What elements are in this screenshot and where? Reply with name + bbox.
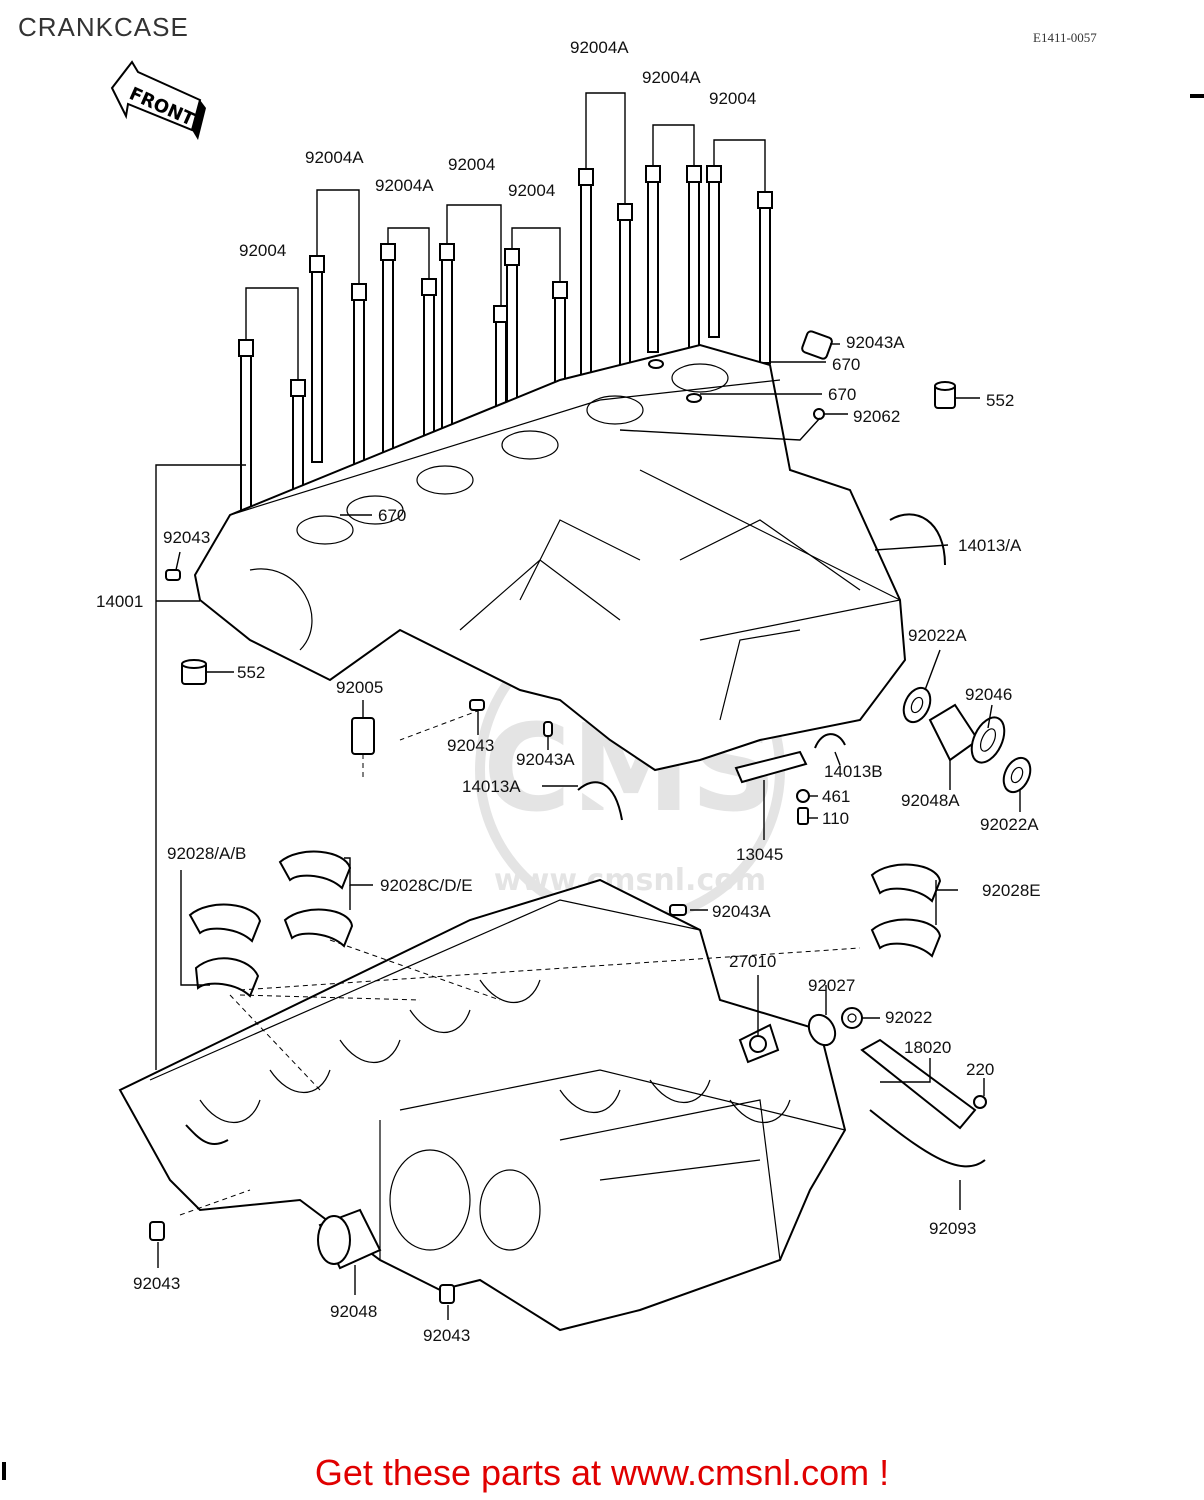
label-92028E: 92028E xyxy=(982,881,1041,900)
diagram-code: E1411-0057 xyxy=(1033,30,1097,45)
label-92004: 92004 xyxy=(709,89,756,108)
label-552: 552 xyxy=(986,391,1014,410)
label-92004A: 92004A xyxy=(375,176,434,195)
label-92062: 92062 xyxy=(853,407,900,426)
label-14013B: 14013B xyxy=(824,762,883,781)
cta-link[interactable]: Get these parts at www.cmsnl.com ! xyxy=(314,1452,890,1493)
label-670: 670 xyxy=(378,506,406,525)
label-92043: 92043 xyxy=(447,736,494,755)
label-552: 552 xyxy=(237,663,265,682)
upper-crankcase xyxy=(193,343,907,772)
label-92004: 92004 xyxy=(508,181,555,200)
label-92043: 92043 xyxy=(163,528,210,547)
label-92004A: 92004A xyxy=(570,38,629,57)
label-14013A: 14013/A xyxy=(958,536,1022,555)
label-92028-A-B: 92028/A/B xyxy=(167,844,246,863)
label-92043: 92043 xyxy=(133,1274,180,1293)
label-92022A: 92022A xyxy=(980,815,1039,834)
svg-text:www.cmsnl.com: www.cmsnl.com xyxy=(494,863,766,898)
upper-small-parts xyxy=(165,330,1032,825)
label-92004A: 92004A xyxy=(305,148,364,167)
label-92028C-D-E: 92028C/D/E xyxy=(380,876,473,895)
label-461: 461 xyxy=(822,787,850,806)
label-92022: 92022 xyxy=(885,1008,932,1027)
label-92005: 92005 xyxy=(336,678,383,697)
label-13045: 13045 xyxy=(736,845,783,864)
label-18020: 18020 xyxy=(904,1038,951,1057)
label-92004A: 92004A xyxy=(642,68,701,87)
label-92043A: 92043A xyxy=(712,902,771,921)
label-92043A: 92043A xyxy=(516,750,575,769)
label-92048A: 92048A xyxy=(901,791,960,810)
bearing-shells xyxy=(185,850,942,1145)
label-92004: 92004 xyxy=(448,155,495,174)
label-92093: 92093 xyxy=(929,1219,976,1238)
label-92043: 92043 xyxy=(423,1326,470,1345)
stud-bolts xyxy=(238,165,773,546)
label-92046: 92046 xyxy=(965,685,1012,704)
label-110: 110 xyxy=(822,809,849,828)
label-670: 670 xyxy=(828,385,856,404)
lower-crankcase xyxy=(118,878,847,1332)
label-220: 220 xyxy=(966,1060,994,1079)
label-92027: 92027 xyxy=(808,976,855,995)
stud-leader-lines xyxy=(245,92,766,380)
page-title: CRANKCASE xyxy=(18,12,189,42)
label-92004: 92004 xyxy=(239,241,286,260)
leader-lines xyxy=(155,343,1021,1320)
label-92022A: 92022A xyxy=(908,626,967,645)
label-27010: 27010 xyxy=(729,952,776,971)
label-14001: 14001 xyxy=(96,592,143,611)
label-92048: 92048 xyxy=(330,1302,377,1321)
label-670: 670 xyxy=(832,355,860,374)
part-labels: 92004A 92004A 92004 92004A 92004 92004A … xyxy=(96,38,1041,1345)
label-92043A: 92043A xyxy=(846,333,905,352)
label-14013A: 14013A xyxy=(462,777,521,796)
front-arrow-icon: FRONT xyxy=(110,60,206,140)
